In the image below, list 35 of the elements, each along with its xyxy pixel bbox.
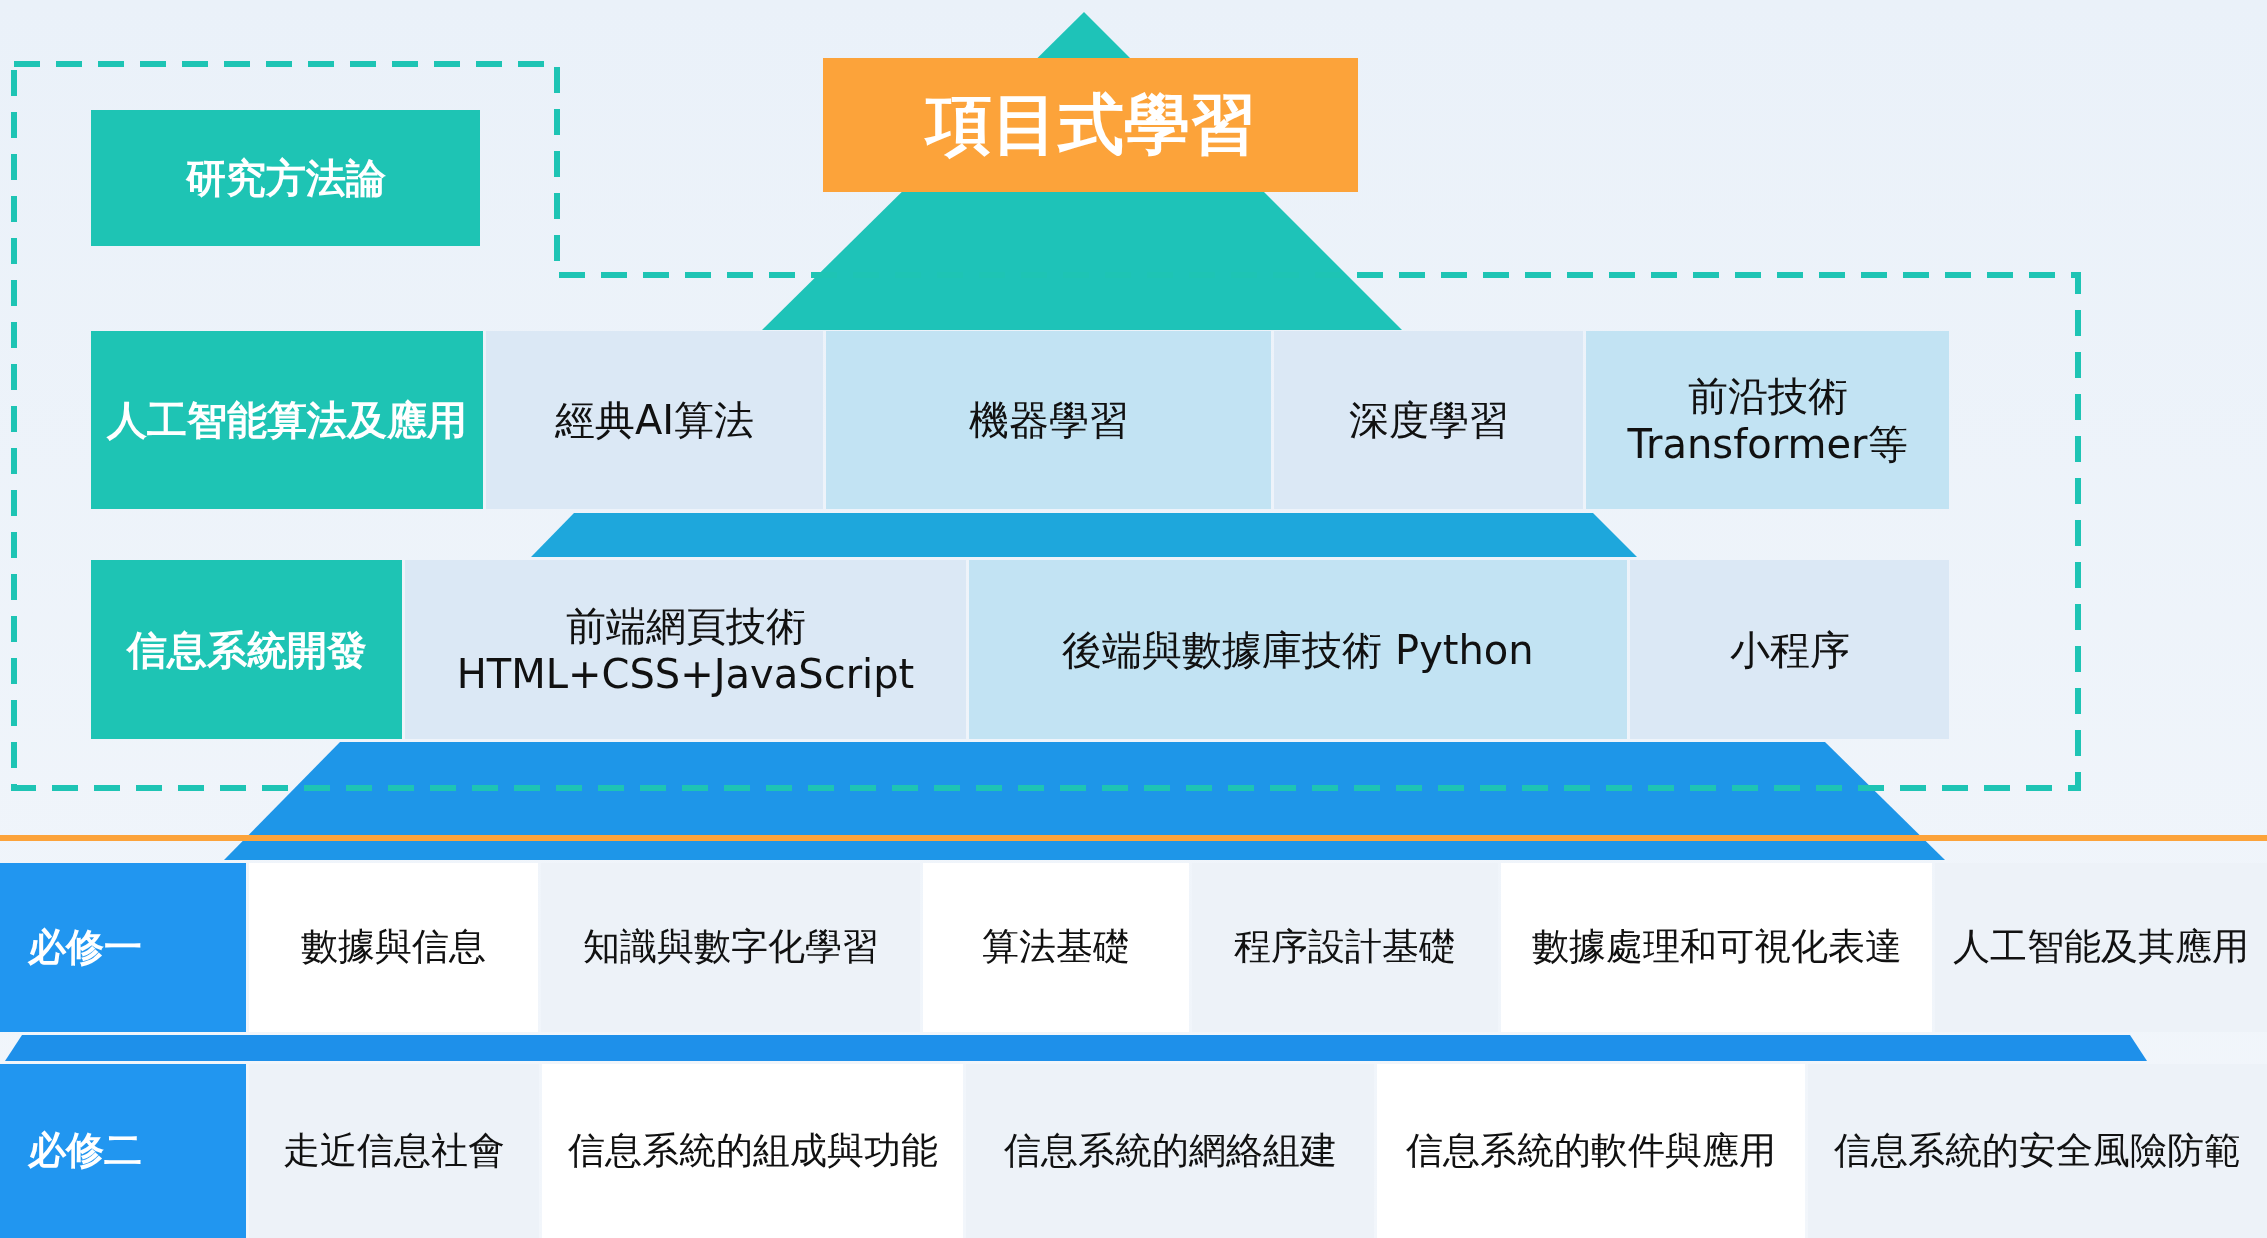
box-label: 算法基礎 bbox=[981, 925, 1131, 970]
topic-box bbox=[486, 331, 823, 509]
course-header-box bbox=[0, 1064, 246, 1238]
box-label: 經典AI算法 bbox=[553, 396, 756, 444]
title-box bbox=[823, 58, 1358, 192]
box-label: 研究方法論 bbox=[184, 154, 387, 202]
topic-box bbox=[969, 560, 1627, 739]
box-label: 信息系統的軟件與應用 bbox=[1405, 1128, 1777, 1174]
category-box bbox=[91, 560, 402, 739]
box-label: 數據處理和可視化表達 bbox=[1530, 925, 1903, 970]
topic-box bbox=[1274, 331, 1583, 509]
box-label: 知識與數字化學習 bbox=[581, 925, 880, 970]
box-label: 人工智能及其應用 bbox=[1952, 925, 2250, 970]
box-label: 信息系統開發 bbox=[125, 625, 368, 674]
box-label: 信息系統的安全風險防範 bbox=[1833, 1128, 2242, 1174]
box-label: 小程序 bbox=[1728, 625, 1851, 674]
box-label: 深度學習 bbox=[1347, 396, 1510, 444]
box-label: 機器學習 bbox=[967, 396, 1130, 444]
box-label: 項目式學習 bbox=[923, 85, 1257, 165]
box-label: 程序設計基礎 bbox=[1233, 925, 1457, 970]
topic-box bbox=[1586, 331, 1949, 509]
box-label: 必修一 bbox=[26, 924, 143, 971]
box-label: 後端與數據庫技術 Python bbox=[1061, 625, 1535, 674]
box-label: 信息系統的網絡組建 bbox=[1002, 1128, 1338, 1174]
topic-box bbox=[826, 331, 1271, 509]
box-label: 前端網頁技術 HTML+CSS+JavaScript bbox=[455, 601, 916, 698]
box-label: 數據與信息 bbox=[300, 925, 487, 970]
box-label: 前沿技術 Transformer等 bbox=[1626, 372, 1909, 468]
box-label: 走近信息社會 bbox=[282, 1128, 506, 1174]
box-label: 人工智能算法及應用 bbox=[105, 396, 468, 444]
course-header-box bbox=[0, 863, 246, 1032]
category-box bbox=[91, 331, 483, 509]
box-label: 信息系統的組成與功能 bbox=[566, 1128, 939, 1174]
box-label: 必修二 bbox=[26, 1128, 143, 1174]
category-box bbox=[91, 110, 480, 246]
